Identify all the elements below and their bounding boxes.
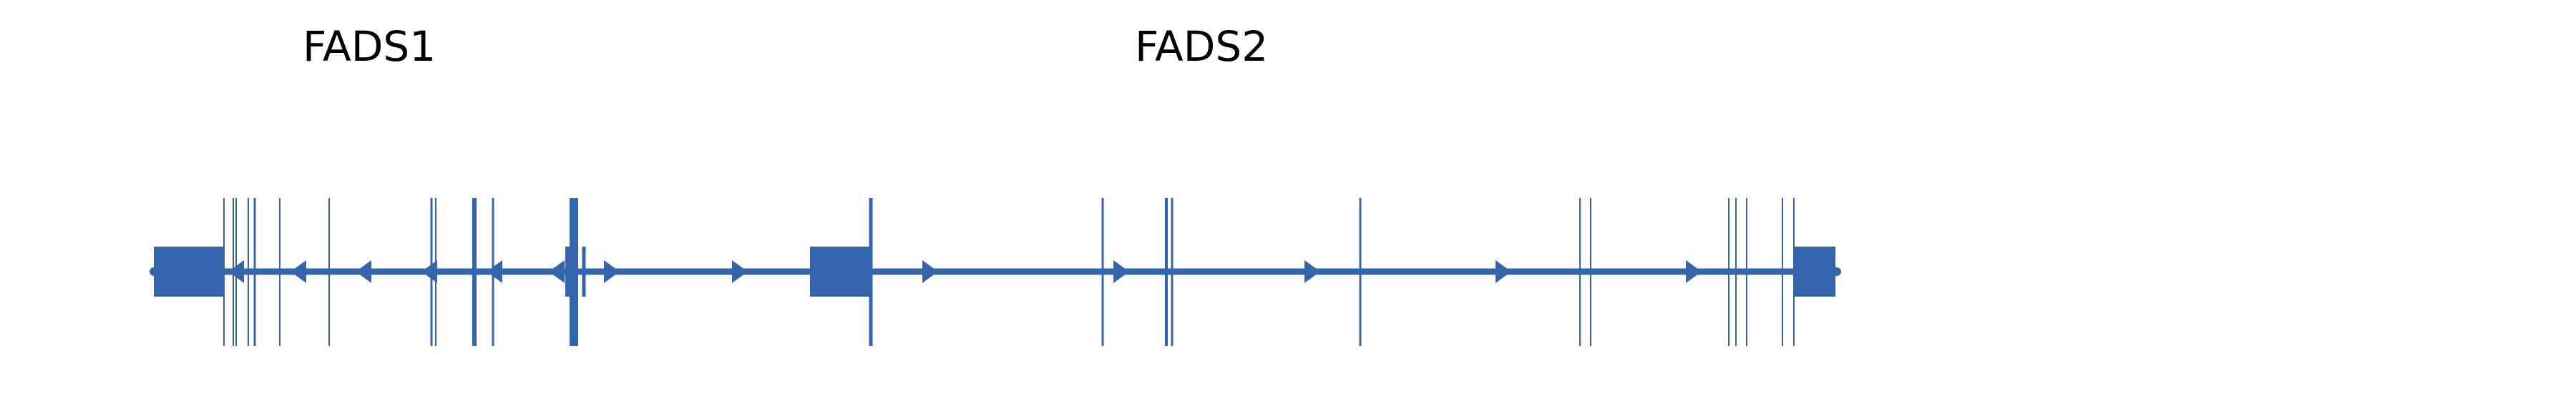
exon-mark: [582, 247, 586, 297]
strand-arrow-left-icon: [421, 260, 437, 283]
exon-mark: [1728, 198, 1729, 346]
exon-mark: [1101, 198, 1104, 346]
exon-mark: [1746, 198, 1747, 346]
exon-mark: [472, 198, 477, 346]
strand-arrow-right-icon: [922, 260, 938, 283]
exon-block: [810, 247, 872, 297]
exon-mark: [1793, 198, 1795, 346]
exon-mark: [328, 198, 330, 346]
exon-mark: [570, 198, 578, 346]
strand-arrow-left-icon: [549, 260, 565, 283]
exon-mark: [223, 198, 225, 346]
strand-arrow-right-icon: [1496, 260, 1511, 283]
exon-mark: [565, 247, 570, 297]
exon-mark: [1735, 198, 1737, 346]
strand-arrow-left-icon: [291, 260, 306, 283]
strand-arrow-right-icon: [732, 260, 748, 283]
strand-arrow-left-icon: [487, 260, 502, 283]
strand-arrow-right-icon: [604, 260, 620, 283]
exon-mark: [869, 198, 873, 346]
exon-mark: [1359, 198, 1362, 346]
exon-mark: [1165, 198, 1168, 346]
exon-mark: [1579, 198, 1581, 346]
exon-mark: [1782, 198, 1783, 346]
exon-mark: [253, 198, 256, 346]
gene-label-fads1: FADS1: [303, 22, 436, 71]
exon-mark: [1590, 198, 1591, 346]
exon-mark: [1171, 198, 1174, 346]
strand-arrow-right-icon: [1686, 260, 1702, 283]
exon-block: [154, 247, 224, 297]
gene-label-fads2: FADS2: [1135, 22, 1268, 71]
strand-arrow-left-icon: [356, 260, 371, 283]
exon-mark: [279, 198, 280, 346]
exon-mark: [248, 198, 249, 346]
strand-arrow-left-icon: [228, 260, 244, 283]
exon-block: [1794, 247, 1835, 297]
strand-arrow-right-icon: [1113, 260, 1129, 283]
strand-arrow-right-icon: [1304, 260, 1320, 283]
